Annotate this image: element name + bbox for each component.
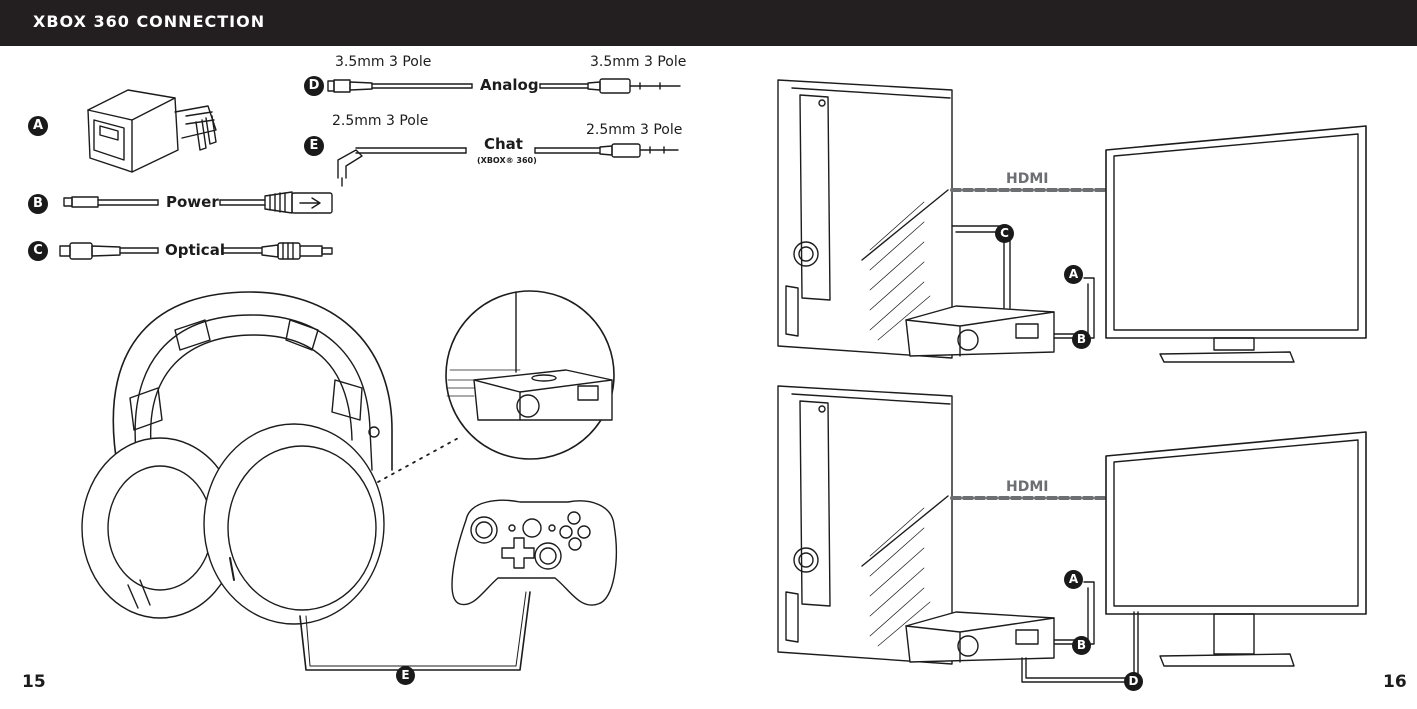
- badge-e: E: [304, 136, 324, 156]
- header-bar: XBOX 360 CONNECTION: [0, 0, 1417, 46]
- chat-label: Chat: [484, 135, 523, 153]
- headset-illustration: [81, 291, 393, 625]
- bottom-badge-d: D: [1124, 672, 1143, 691]
- top-hub-illustration: [905, 305, 1055, 357]
- top-hdmi-label: HDMI: [1006, 171, 1049, 187]
- chat-sublabel: (XBOX® 360): [477, 156, 537, 165]
- chat-left-end-label: 2.5mm 3 Pole: [332, 113, 429, 129]
- bottom-hub-illustration: [905, 611, 1055, 663]
- analog-cable-illustration: [327, 78, 681, 94]
- badge-a: A: [28, 116, 48, 136]
- controller-illustration: [451, 499, 617, 606]
- power-adapter-illustration: [87, 89, 217, 173]
- chat-cable-illustration: [337, 143, 679, 187]
- bottom-console-illustration: [777, 385, 953, 665]
- power-cable-illustration: [63, 191, 333, 214]
- bottom-badge-b: B: [1072, 636, 1091, 655]
- badge-b: B: [28, 194, 48, 214]
- badge-d: D: [304, 76, 324, 96]
- zoom-leader-line: [377, 435, 463, 483]
- badge-c: C: [28, 241, 48, 261]
- controller-badge-e: E: [396, 666, 415, 685]
- optical-label: Optical: [165, 241, 225, 259]
- top-console-illustration: [777, 79, 953, 359]
- bottom-monitor-illustration: [1105, 431, 1367, 667]
- top-monitor-illustration: [1105, 125, 1367, 363]
- bottom-hdmi-label: HDMI: [1006, 479, 1049, 495]
- top-badge-b: B: [1072, 330, 1091, 349]
- optical-cable-illustration: [59, 242, 333, 260]
- analog-right-end-label: 3.5mm 3 Pole: [590, 54, 687, 70]
- top-badge-c: C: [995, 224, 1014, 243]
- analog-left-end-label: 3.5mm 3 Pole: [335, 54, 432, 70]
- power-label: Power: [166, 193, 219, 211]
- zoom-detail-illustration: [445, 290, 615, 460]
- page-divider: [718, 46, 719, 709]
- top-badge-a: A: [1064, 265, 1083, 284]
- analog-label: Analog: [480, 76, 539, 94]
- bottom-badge-a: A: [1064, 570, 1083, 589]
- page-number-right: 16: [1383, 672, 1407, 692]
- chat-right-end-label: 2.5mm 3 Pole: [586, 122, 683, 138]
- page-number-left: 15: [22, 672, 46, 692]
- page-title: XBOX 360 CONNECTION: [33, 12, 266, 31]
